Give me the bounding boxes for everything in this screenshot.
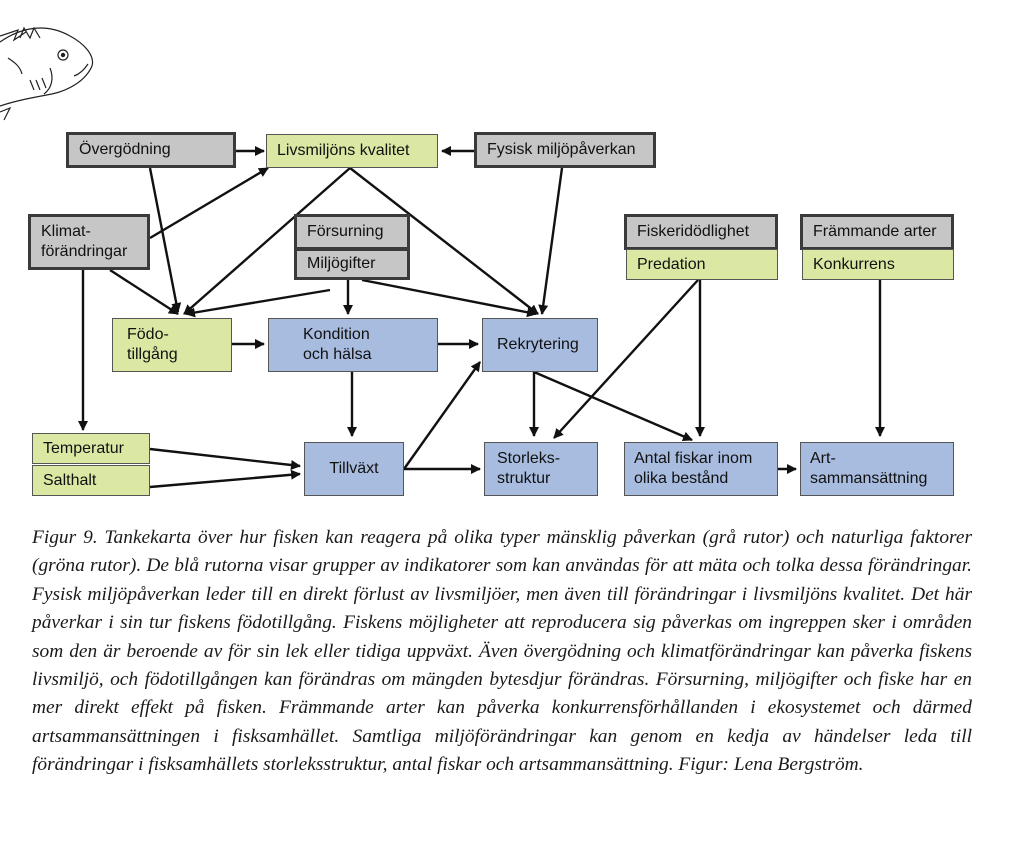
box-livsmiljo-label: Livsmiljöns kvalitet [277, 142, 410, 159]
arrow-salthalt-tillvaxt [149, 469, 301, 489]
box-klimat-line1: Klimat- [41, 223, 91, 240]
box-fodo-line1: Födo- [127, 326, 169, 343]
box-fiskeridodlighet-label: Fiskeridödlighet [637, 223, 750, 240]
box-fiskeridodlighet: Fiskeridödlighet [624, 214, 778, 250]
box-predation: Predation [626, 249, 778, 280]
box-fysisk-label: Fysisk miljöpåverkan [487, 141, 636, 158]
box-rekrytering: Rekrytering [482, 318, 598, 372]
box-frammande: Främmande arter [800, 214, 954, 250]
box-klimat: Klimat- förändringar [28, 214, 150, 270]
box-miljogifter-label: Miljögifter [307, 255, 376, 272]
box-predation-label: Predation [637, 255, 706, 273]
box-tillvaxt-label: Tillväxt [329, 460, 379, 477]
box-overgodning-label: Övergödning [79, 141, 171, 158]
box-frammande-label: Främmande arter [813, 223, 937, 240]
box-klimat-line2: förändringar [41, 243, 128, 260]
arrow-miljogifter-fodo [185, 288, 331, 318]
arrow-livsmiljo-rekrytering [349, 167, 539, 315]
box-tillvaxt: Tillväxt [304, 442, 404, 496]
fish-illustration [0, 26, 94, 121]
box-kondition-line2: och hälsa [303, 346, 372, 363]
arrow-rekrytering-antal [533, 370, 693, 442]
box-kondition: Kondition och hälsa [268, 318, 438, 372]
box-art: Art- sammansättning [800, 442, 954, 496]
box-storleks-line2: struktur [497, 470, 551, 487]
box-fysisk: Fysisk miljöpåverkan [474, 132, 656, 168]
box-rekrytering-label: Rekrytering [497, 336, 579, 353]
box-livsmiljo: Livsmiljöns kvalitet [266, 134, 438, 168]
arrow-overgodning-fodo [148, 167, 182, 313]
box-fodo: Födo- tillgång [112, 318, 232, 372]
arrows [78, 146, 885, 489]
box-antal-line2: olika bestånd [634, 470, 729, 487]
box-storleks-line1: Storleks- [497, 450, 561, 467]
box-salthalt-label: Salthalt [43, 471, 97, 489]
box-antal-line1: Antal fiskar inom [634, 450, 753, 467]
concept-map: Övergödning Livsmiljöns kvalitet Fysisk … [0, 26, 954, 496]
box-forsurning: Försurning [294, 214, 410, 250]
figure-caption: Figur 9. Tankekarta över hur fisken kan … [32, 527, 972, 776]
box-konkurrens: Konkurrens [802, 249, 954, 280]
arrow-livsmiljo-fodo [183, 167, 351, 315]
arrow-miljogifter-rekrytering [361, 278, 537, 318]
arrow-klimat-fodo [109, 268, 179, 316]
arrow-fysisk-rekrytering [538, 167, 564, 315]
box-forsurning-label: Försurning [307, 223, 384, 240]
box-antal: Antal fiskar inom olika bestånd [624, 442, 778, 496]
box-art-line2: sammansättning [810, 470, 928, 487]
box-storleks: Storleks- struktur [484, 442, 598, 496]
box-konkurrens-label: Konkurrens [813, 255, 895, 273]
box-temperatur-label: Temperatur [43, 439, 124, 457]
arrow-temperatur-tillvaxt [149, 447, 301, 470]
box-fodo-line2: tillgång [127, 346, 178, 363]
arrow-klimat-livsmiljo [149, 166, 269, 240]
box-kondition-line1: Kondition [303, 326, 370, 343]
box-overgodning: Övergödning [66, 132, 236, 168]
box-art-line1: Art- [810, 450, 836, 467]
box-miljogifter: Miljögifter [294, 248, 410, 280]
arrow-tillvaxt-rekrytering [403, 361, 481, 470]
arrow-predation-storleks [553, 279, 699, 439]
box-salthalt: Salthalt [32, 465, 150, 496]
arrows-layer [0, 26, 885, 489]
box-temperatur: Temperatur [32, 433, 150, 464]
